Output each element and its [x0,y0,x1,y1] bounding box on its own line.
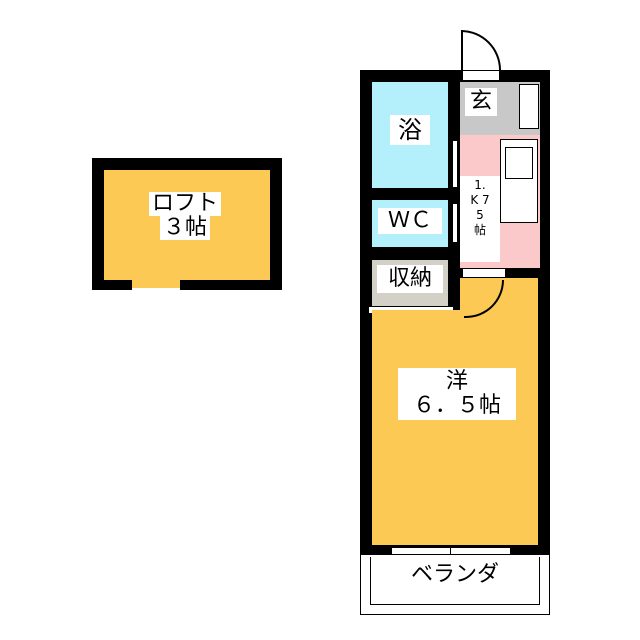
western-label: 洋 ６．５帖 [398,368,516,421]
kitchen-label-1: 1. [474,178,486,192]
kitchen-label-3: 5 [476,208,484,222]
room-door-frame [462,268,506,278]
window-divider [450,545,451,557]
sink-icon [505,147,533,179]
kitchen-label-2: K 7 [470,193,490,207]
wc-door [452,203,458,243]
loft-name: ロフト [148,191,221,217]
kitchen-label-4: 帖 [473,223,486,237]
western-name: 洋 [445,369,468,394]
entrance-door-gap [463,71,499,80]
loft-opening [132,280,180,290]
closet-label: 収納 [377,265,443,294]
entrance-door [461,30,501,70]
entrance-label: 玄 [465,88,497,117]
balcony-inner [370,557,540,605]
western-size: ６．５帖 [412,393,501,419]
bath-door [452,140,458,188]
loft-size: ３帖 [159,215,210,241]
wc-label: ＷＣ [378,208,442,235]
balcony-label: ベランダ [390,562,520,588]
kitchen-label-bg [460,176,500,262]
loft-label: ロフト ３帖 [140,191,230,241]
kitchen-counter [500,139,538,223]
shoe-cabinet [519,84,539,129]
bath-label: 浴 [390,115,430,146]
kitchen-label: 1. K 7 5 帖 [460,178,500,238]
balcony-window [392,547,510,555]
western-room [372,310,538,545]
